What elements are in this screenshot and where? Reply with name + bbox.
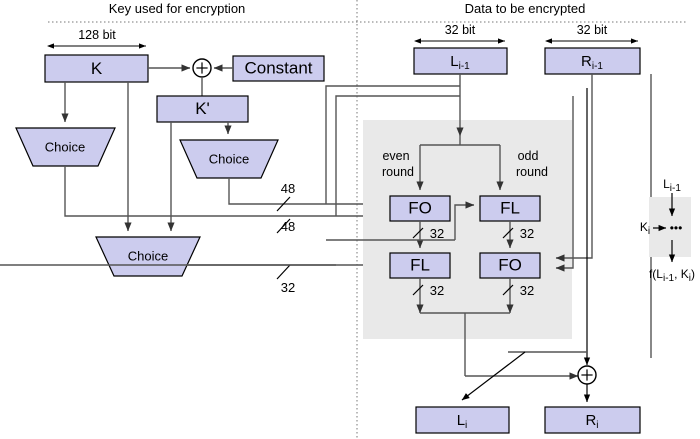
bus-label-32: 32 [281, 280, 295, 295]
left-half-dimension-label: 32 bit [445, 23, 476, 37]
bus-label-even-top: 32 [430, 226, 444, 241]
bus-slash-even-bottom [412, 284, 424, 296]
wire-choice2-to-fo-even [228, 178, 387, 208]
output-left-box [415, 406, 510, 434]
wire-feedback-rail-a [335, 95, 460, 216]
round-function-region [363, 120, 572, 339]
input-left-label: Li-1 [450, 53, 470, 72]
bus-slash-odd-bottom [502, 284, 514, 296]
kprime-box [156, 95, 249, 123]
fo-odd-box [479, 252, 541, 279]
legend-output-label: f(Li-1, Ki) [649, 267, 695, 284]
choice-box-2 [179, 139, 279, 179]
legend-input-label: Li-1 [663, 177, 681, 194]
wire-feedback-rail-b [325, 85, 460, 204]
bus-slash-32 [276, 264, 291, 280]
bus-label-odd-top: 32 [520, 226, 534, 241]
wire-cross-to-output-left [461, 351, 526, 401]
right-section-title: Data to be encrypted [465, 1, 586, 16]
choice-box-1-label: Choice [45, 139, 85, 154]
wire-inputright-to-fo-odd-a [555, 74, 593, 262]
bus-label-48-b: 48 [281, 219, 295, 234]
fo-even-label: FO [408, 198, 432, 217]
constant-box-label: Constant [244, 58, 312, 77]
fo-odd-label: FO [498, 255, 522, 274]
right-half-dimension-label: 32 bit [577, 23, 608, 37]
fl-even-box [389, 252, 451, 279]
key-width-label: 128 bit [78, 28, 116, 42]
fl-odd-label: FL [500, 198, 520, 217]
choice-box-1 [15, 127, 116, 167]
bus-slash-odd-top [502, 227, 514, 239]
legend-body-glyph: ••• [670, 221, 683, 235]
output-right-box [544, 406, 641, 434]
legend-region [649, 197, 691, 257]
wire-inputright-to-fo-odd-b [555, 96, 574, 272]
fo-even-box [389, 195, 451, 222]
odd-round-label-line1: odd [518, 149, 539, 163]
kprime-box-label: K' [195, 99, 210, 118]
wire-crosslink-to-fl-odd [454, 201, 475, 240]
choice-box-3-label: Choice [128, 248, 168, 263]
bus-label-odd-bottom: 32 [520, 283, 534, 298]
even-round-label-line2: round [382, 165, 414, 179]
output-right-label: Ri [585, 412, 598, 431]
left-section-title: Key used for encryption [109, 1, 246, 16]
key-box-label: K [91, 59, 103, 78]
input-left-box [413, 47, 508, 75]
choice-box-3 [95, 236, 201, 277]
odd-round-label-line2: round [516, 165, 548, 179]
bus-slash-48b [276, 218, 291, 234]
input-right-box [544, 47, 641, 75]
fl-odd-box [479, 195, 541, 222]
even-round-label-line1: even [382, 149, 409, 163]
bus-slash-48a [276, 196, 291, 212]
input-right-label: Ri-1 [581, 53, 603, 72]
bus-slash-even-top [412, 227, 424, 239]
fl-even-label: FL [410, 255, 430, 274]
bus-label-even-bottom: 32 [430, 283, 444, 298]
output-left-label: Li [457, 412, 468, 431]
bus-label-48-a: 48 [281, 181, 295, 196]
choice-box-2-label: Choice [209, 151, 249, 166]
wire-choice1-to-fo-even [64, 166, 387, 220]
legend-key-label: Ki [640, 220, 650, 237]
constant-box [232, 55, 325, 82]
